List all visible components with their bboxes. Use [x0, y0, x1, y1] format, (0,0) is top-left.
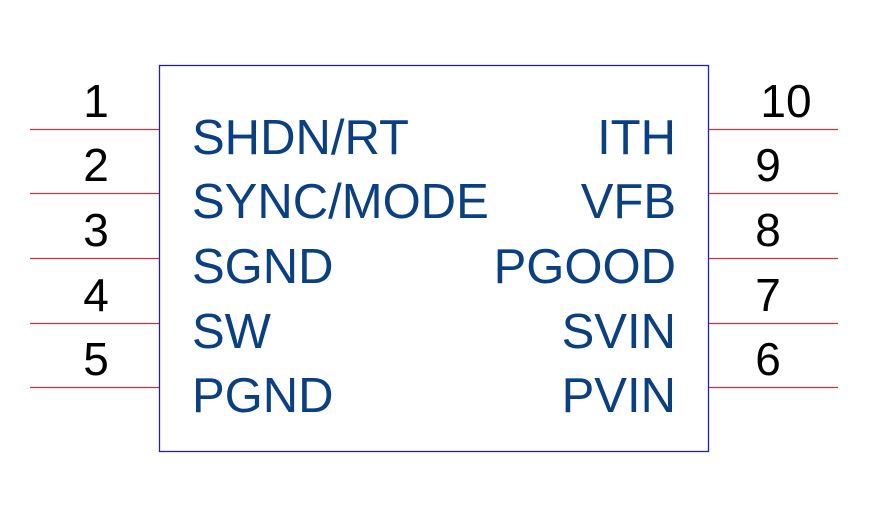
pin-label: SVIN [562, 305, 676, 359]
pin-label: PVIN [562, 369, 676, 423]
left-pin-4: 4 SW [30, 269, 272, 359]
pin-number: 3 [83, 204, 109, 256]
pin-number: 5 [83, 333, 109, 385]
left-pin-1: 1 SHDN/RT [30, 75, 409, 165]
pin-label: SW [192, 305, 272, 359]
pin-label: SGND [192, 240, 334, 294]
pin-label: PGOOD [494, 240, 676, 294]
left-pin-2: 2 SYNC/MODE [30, 139, 489, 229]
pin-number: 4 [83, 269, 109, 321]
pin-number: 8 [755, 204, 781, 256]
left-pin-3: 3 SGND [30, 204, 334, 294]
pin-number: 2 [83, 139, 109, 191]
right-pin-6: 6 PVIN [562, 333, 838, 423]
pin-number: 9 [755, 139, 781, 191]
pin-number: 1 [83, 75, 109, 127]
pin-number: 6 [755, 333, 781, 385]
left-pin-5: 5 PGND [30, 333, 334, 423]
pin-label: ITH [597, 111, 676, 165]
pin-label: PGND [192, 369, 334, 423]
right-pin-7: 7 SVIN [562, 269, 838, 359]
right-pin-10: 10 ITH [597, 75, 838, 165]
pin-label: SHDN/RT [192, 111, 409, 165]
right-pin-8: 8 PGOOD [494, 204, 838, 294]
pin-number: 7 [755, 269, 781, 321]
pin-label: VFB [581, 175, 676, 229]
pin-number: 10 [760, 75, 811, 127]
right-pin-9: 9 VFB [581, 139, 838, 229]
component-body [158, 64, 710, 453]
pin-label: SYNC/MODE [192, 175, 489, 229]
